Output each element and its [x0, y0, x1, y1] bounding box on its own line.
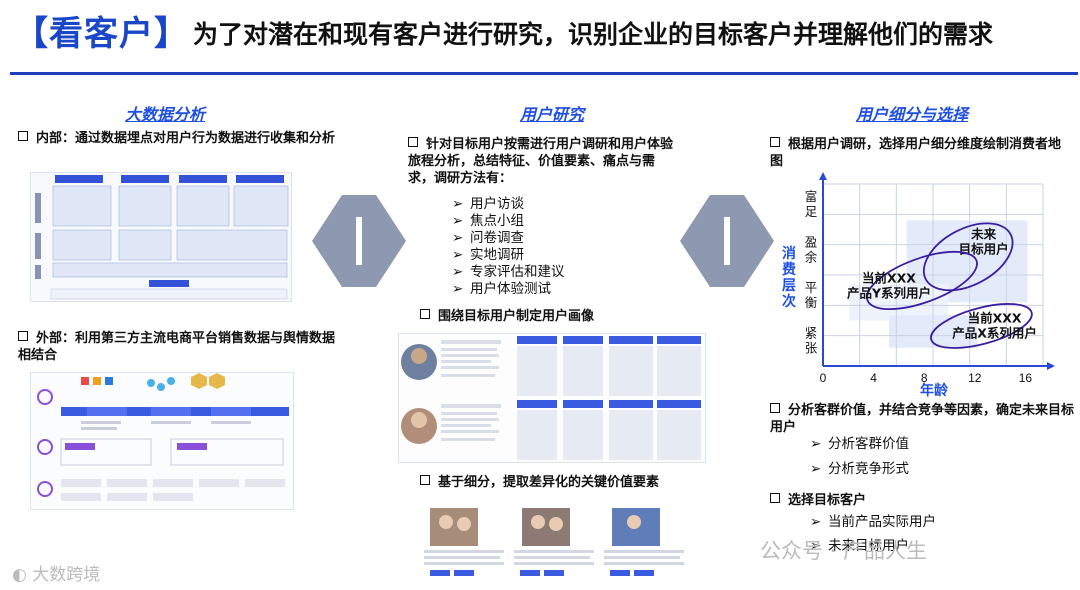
list-item: ➢分析客群价值 [810, 436, 909, 452]
list-item: ➢实地调研 [452, 247, 524, 263]
bullet-internal: 内部：通过数据埋点对用户行为数据进行收集和分析 [18, 130, 338, 147]
bullet-consumer-map-text: 根据用户调研，选择用户细分维度绘制消费者地图 [770, 137, 1062, 169]
segment-ellipse [922, 222, 1014, 292]
segment-label: 产品Y系列用户 [847, 285, 931, 300]
x-tick-label: 16 [1019, 371, 1033, 385]
checkbox-bullet-icon [18, 331, 28, 341]
bullet-select-target: 选择目标客户 [770, 492, 866, 509]
y-axis-title: 消费层次 [782, 246, 796, 310]
y-tick-label: 紧 [805, 325, 818, 340]
persona-diagram-graphic [401, 336, 701, 460]
y-tick-label: 平 [805, 280, 818, 295]
list-item: ➢当前产品实际用户 [810, 514, 936, 530]
checkbox-bullet-icon [420, 309, 430, 319]
list-item: ➢分析竞争形式 [810, 461, 909, 477]
x-axis-title: 年龄 [920, 383, 948, 399]
value-diagram [420, 504, 690, 584]
y-tick-label: 盈 [805, 234, 818, 249]
target-list: ➢当前产品实际用户 ➢未来目标用户 [810, 514, 936, 555]
bullet-persona-text: 围绕目标用户制定用户画像 [438, 309, 595, 324]
segment-label: 当前XXX [968, 310, 1022, 325]
double-arrow-icon-left [312, 195, 406, 287]
bullet-value-analysis: 分析客群价值，并结合竞争等因素，确定未来目标用户 [770, 402, 1075, 436]
x-tick-label: 8 [921, 371, 928, 385]
section-title-big-data: 大数据分析 [125, 105, 206, 124]
checkbox-bullet-icon [770, 137, 780, 147]
external-data-diagram [30, 372, 294, 510]
x-axis-arrow-icon [1047, 362, 1055, 370]
bullet-persona: 围绕目标用户制定用户画像 [420, 308, 594, 325]
list-item: ➢问卷调查 [452, 230, 524, 246]
segment-label: 当前XXX [862, 270, 916, 285]
bullet-select-target-text: 选择目标客户 [788, 493, 867, 508]
checkbox-bullet-icon [770, 493, 780, 503]
bullet-value-text: 基于细分，提取差异化的关键价值要素 [438, 475, 660, 490]
page-title: 为了对潜在和现有客户进行研究，识别企业的目标客户并理解他们的需求 [193, 20, 994, 49]
y-axis-arrow-icon [819, 172, 827, 180]
y-tick-label: 富 [805, 189, 818, 204]
bullet-external-text: 外部：利用第三方主流电商平台销售数据与舆情数据相结合 [18, 331, 336, 363]
method-list: ➢用户访谈 ➢焦点小组 ➢问卷调查 ➢实地调研 ➢专家评估和建议 ➢用户体验测试 [452, 196, 565, 298]
watermark-bottom-right: 公众号 · 产品人生 [760, 539, 928, 563]
double-arrow-icon-right [680, 195, 774, 287]
list-item: ➢未来目标用户 [810, 538, 909, 554]
checkbox-bullet-icon [18, 131, 28, 141]
segment-ellipse [866, 250, 978, 311]
segment-label: 未来 [970, 227, 997, 242]
checkbox-bullet-icon [770, 403, 780, 413]
page-tag: 【看客户】 [14, 14, 189, 54]
x-tick-label: 0 [820, 371, 827, 385]
list-item: ➢专家评估和建议 [452, 264, 565, 280]
list-item: ➢焦点小组 [452, 213, 524, 229]
x-tick-label: 4 [870, 371, 877, 385]
bullet-consumer-map: 根据用户调研，选择用户细分维度绘制消费者地图 [770, 136, 1070, 170]
y-tick-label: 张 [805, 340, 818, 355]
chart-grid [819, 172, 1055, 370]
analysis-list: ➢分析客群价值 ➢分析竞争形式 [810, 436, 909, 478]
list-item: ➢用户访谈 [452, 196, 524, 212]
checkbox-bullet-icon [420, 475, 430, 485]
y-tick-label: 足 [805, 204, 818, 219]
internal-data-diagram [30, 172, 292, 302]
bullet-internal-text: 内部：通过数据埋点对用户行为数据进行收集和分析 [36, 131, 336, 146]
bullet-value: 基于细分，提取差异化的关键价值要素 [420, 474, 659, 491]
bullet-research: 针对目标用户按需进行用户调研和用户体验旅程分析，总结特征、价值要素、痛点与需求，… [408, 136, 678, 187]
internal-data-diagram-graphic [35, 175, 289, 300]
section-title-segmentation: 用户细分与选择 [856, 105, 969, 124]
logo-icon: ◐ [12, 565, 33, 585]
header-divider [10, 72, 1078, 75]
value-diagram-graphic [424, 508, 684, 576]
bullet-value-analysis-text: 分析客群价值，并结合竞争等因素，确定未来目标用户 [770, 403, 1075, 435]
segment-ellipse [930, 303, 1033, 349]
segment-label: 产品X系列用户 [952, 325, 1037, 340]
watermark-bottom-left: ◐ 大数跨境 [12, 565, 101, 585]
list-item: ➢用户体验测试 [452, 281, 551, 297]
x-tick-label: 12 [968, 371, 982, 385]
persona-diagram [398, 333, 706, 463]
bullet-research-text: 针对目标用户按需进行用户调研和用户体验旅程分析，总结特征、价值要素、痛点与需求，… [408, 137, 674, 186]
y-tick-label: 衡 [805, 295, 818, 310]
y-tick-label: 余 [805, 249, 818, 264]
segment-label: 目标用户 [959, 242, 1009, 257]
section-title-user-research: 用户研究 [520, 105, 585, 124]
shade-region [849, 284, 949, 321]
checkbox-bullet-icon [408, 137, 418, 147]
bullet-external: 外部：利用第三方主流电商平台销售数据与舆情数据相结合 [18, 330, 343, 364]
external-data-diagram-graphic [37, 373, 289, 501]
